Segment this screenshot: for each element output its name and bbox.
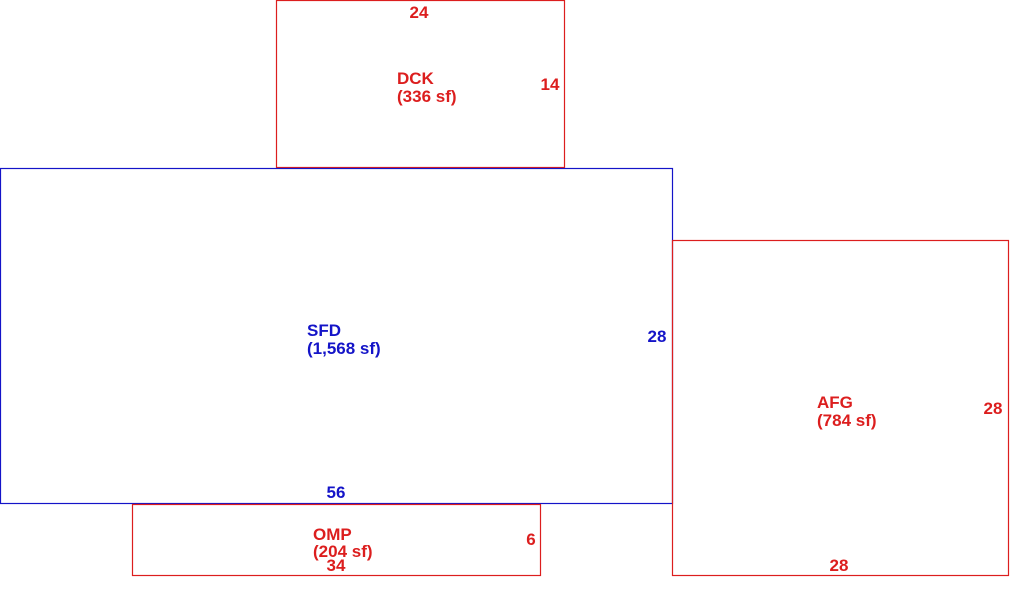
omp-width-label: 34 xyxy=(327,556,346,575)
afg-area: AFG (784 sf) 28 28 xyxy=(671,239,1010,577)
omp-code-label: OMP xyxy=(313,525,352,544)
dck-area: 24 14 DCK (336 sf) xyxy=(275,0,566,169)
afg-outline xyxy=(671,239,1010,577)
afg-area-label: (784 sf) xyxy=(817,411,877,430)
dck-outline xyxy=(275,0,566,169)
omp-area-label: (204 sf) xyxy=(313,542,373,561)
sfd-area-label: (1,568 sf) xyxy=(307,339,381,358)
afg-depth-label: 28 xyxy=(984,399,1003,418)
sfd-depth-label: 28 xyxy=(648,327,667,346)
dck-code-label: DCK xyxy=(397,69,435,88)
dck-area-label: (336 sf) xyxy=(397,87,457,106)
omp-depth-label: 6 xyxy=(526,530,535,549)
omp-area: OMP (204 sf) 6 34 xyxy=(131,503,542,577)
dck-depth-label: 14 xyxy=(541,75,560,94)
sfd-width-label: 56 xyxy=(327,483,346,502)
dck-width-label: 24 xyxy=(410,3,429,22)
sfd-area: SFD (1,568 sf) 28 56 xyxy=(0,167,674,505)
sfd-code-label: SFD xyxy=(307,321,341,340)
afg-width-label: 28 xyxy=(830,556,849,575)
afg-code-label: AFG xyxy=(817,393,853,412)
omp-outline xyxy=(131,503,542,577)
